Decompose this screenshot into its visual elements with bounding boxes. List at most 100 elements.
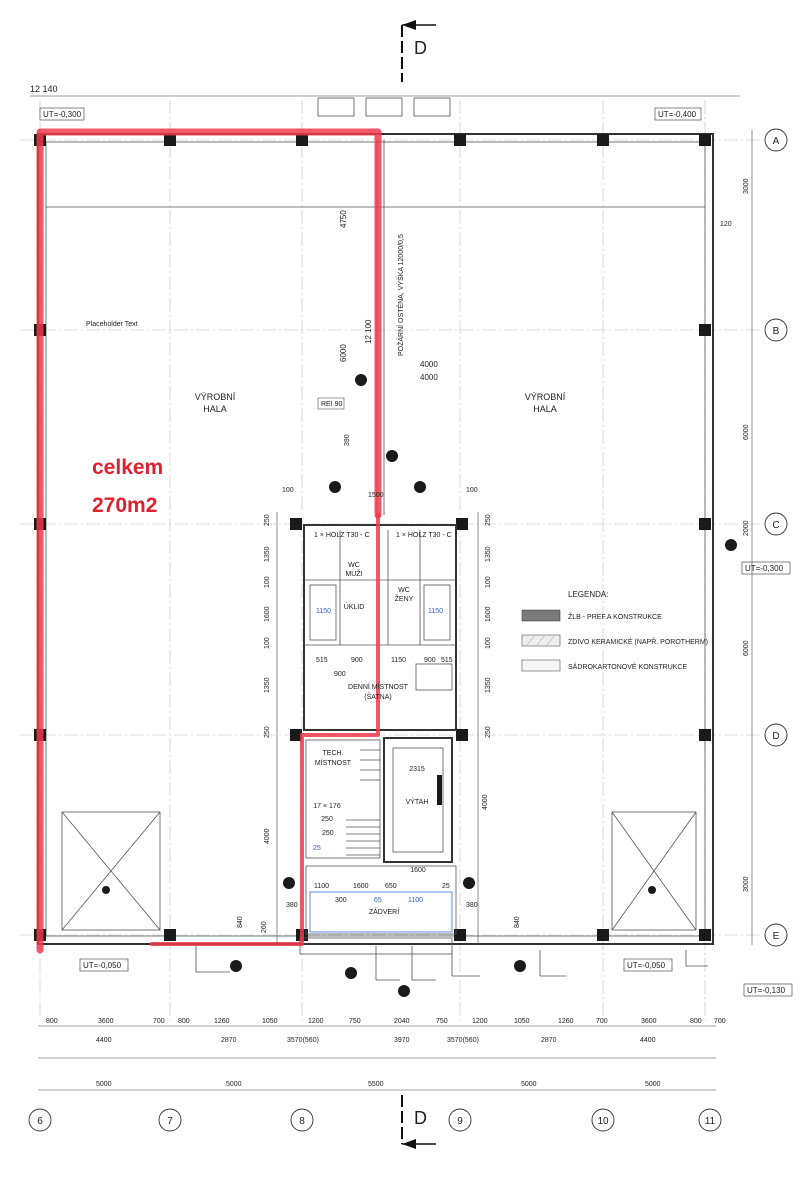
svg-text:515: 515 xyxy=(441,657,453,664)
svg-text:900: 900 xyxy=(351,657,363,664)
structural-columns xyxy=(34,134,737,997)
svg-text:12 100: 12 100 xyxy=(364,319,373,344)
bottom-dims-3: 5000 5000 5500 5000 5000 xyxy=(38,1081,716,1091)
svg-text:2870: 2870 xyxy=(221,1037,237,1044)
door-labels: 1 × HOLZ T30 - C 1 × HOLZ T30 - C xyxy=(314,532,452,539)
svg-text:1600: 1600 xyxy=(264,606,271,622)
loading-bays xyxy=(61,811,697,931)
svg-text:6000: 6000 xyxy=(339,344,348,362)
svg-text:4750: 4750 xyxy=(339,210,348,228)
axis-column-label: 10 xyxy=(597,1116,609,1127)
svg-text:65: 65 xyxy=(374,897,382,904)
svg-text:1150: 1150 xyxy=(316,608,331,615)
axis-column-label: 6 xyxy=(37,1116,43,1127)
axis-row-label: B xyxy=(773,326,780,337)
svg-text:1600: 1600 xyxy=(353,883,369,890)
svg-text:6000: 6000 xyxy=(743,640,750,656)
svg-text:100: 100 xyxy=(282,487,294,494)
svg-text:4000: 4000 xyxy=(420,373,438,382)
svg-text:100: 100 xyxy=(264,637,271,649)
axis-column-label: 8 xyxy=(299,1116,305,1127)
room-label: WC xyxy=(398,587,410,594)
svg-text:100: 100 xyxy=(485,637,492,649)
level-tag: UT=-0,130 xyxy=(747,986,786,995)
room-label: DENNÍ MÍSTNOST xyxy=(348,682,409,691)
svg-text:4000: 4000 xyxy=(420,360,438,369)
grid-lines xyxy=(20,100,760,1020)
svg-text:900: 900 xyxy=(424,657,436,664)
svg-text:5000: 5000 xyxy=(521,1081,537,1088)
svg-text:380: 380 xyxy=(286,902,298,909)
svg-text:25: 25 xyxy=(313,845,321,852)
svg-text:250: 250 xyxy=(322,830,334,837)
room-label: TECH. xyxy=(323,750,344,757)
legend-swatch-drywall xyxy=(521,659,561,672)
room-label: VÝTAH xyxy=(406,797,429,806)
svg-text:700: 700 xyxy=(714,1018,726,1025)
svg-text:800: 800 xyxy=(46,1018,58,1025)
svg-text:1100: 1100 xyxy=(314,883,329,890)
annotation-line2: 270m2 xyxy=(92,494,157,517)
svg-text:1050: 1050 xyxy=(262,1018,278,1025)
room-label: VÝROBNÍ xyxy=(195,392,236,402)
svg-text:4000: 4000 xyxy=(264,828,271,844)
svg-text:5000: 5000 xyxy=(96,1081,112,1088)
placeholder-text: Placeholder Text xyxy=(86,321,138,328)
svg-text:250: 250 xyxy=(264,514,271,526)
svg-text:1200: 1200 xyxy=(472,1018,488,1025)
axis-row-label: D xyxy=(772,731,779,742)
level-tag: UT=-0,300 xyxy=(43,110,82,119)
svg-text:6000: 6000 xyxy=(743,424,750,440)
section-marker-top: D xyxy=(401,20,436,82)
top-dimension: 12 140 xyxy=(30,84,58,94)
svg-text:3570(560): 3570(560) xyxy=(447,1037,479,1044)
lift-dim: 2315 xyxy=(409,766,425,773)
room-label: (ŠATNA) xyxy=(364,692,391,701)
svg-text:4000: 4000 xyxy=(482,794,489,810)
right-dimensions: 3000 6000 2000 6000 3000 xyxy=(743,130,753,945)
svg-text:300: 300 xyxy=(335,897,347,904)
svg-text:1500: 1500 xyxy=(368,492,384,499)
svg-text:900: 900 xyxy=(334,671,346,678)
svg-text:2040: 2040 xyxy=(394,1018,410,1025)
svg-text:800: 800 xyxy=(178,1018,190,1025)
svg-text:1350: 1350 xyxy=(485,546,492,562)
svg-text:1050: 1050 xyxy=(514,1018,530,1025)
stair-treads xyxy=(346,749,380,856)
section-marker-bottom: D xyxy=(401,1095,436,1149)
room-label: WC xyxy=(348,562,360,569)
bottom-dims-1: 800 3600 700 800 1260 1050 1200 750 2040… xyxy=(38,1018,726,1027)
svg-text:2870: 2870 xyxy=(541,1037,557,1044)
axis-column-label: 7 xyxy=(167,1116,173,1127)
svg-text:25: 25 xyxy=(442,883,450,890)
svg-text:250: 250 xyxy=(485,514,492,526)
level-tag: UT=-0,050 xyxy=(83,961,122,970)
legend-item: ŽLB - PREF.A KONSTRUKCE xyxy=(568,612,662,621)
svg-text:3000: 3000 xyxy=(743,178,750,194)
level-tags: UT=-0,300 UT=-0,400 UT=-0,300 UT=-0,050 … xyxy=(39,107,793,997)
axis-column-label: 9 xyxy=(457,1116,463,1127)
legend: LEGENDA: ŽLB - PREF.A KONSTRUKCE ZDIVO K… xyxy=(521,590,708,672)
svg-text:5000: 5000 xyxy=(226,1081,242,1088)
core-dims-left: 250 1350 100 1600 100 1350 250 4000 xyxy=(264,512,278,944)
svg-text:2000: 2000 xyxy=(743,520,750,536)
svg-text:1150: 1150 xyxy=(391,657,406,664)
svg-text:3000: 3000 xyxy=(743,876,750,892)
svg-text:1200: 1200 xyxy=(308,1018,324,1025)
highlight-outline xyxy=(36,128,382,954)
fire-wall-label: POŽÁRNÍ OSTĚNA, VÝŠKA 12000/0,5 xyxy=(396,234,405,356)
svg-text:380: 380 xyxy=(466,902,478,909)
room-label: ÚKLID xyxy=(344,602,365,611)
roof-units xyxy=(317,97,451,117)
svg-text:1350: 1350 xyxy=(485,677,492,693)
lift-dim: 1600 xyxy=(410,867,426,874)
svg-text:3570(560): 3570(560) xyxy=(287,1037,319,1044)
svg-text:1260: 1260 xyxy=(214,1018,230,1025)
svg-text:750: 750 xyxy=(436,1018,448,1025)
row-axis-bubbles: A B C D E xyxy=(764,128,788,947)
internal-dimensions: 4750 6000 12 100 4000 4000 390 100 1500 … xyxy=(237,210,732,933)
svg-text:100: 100 xyxy=(466,487,478,494)
core-dims-right: 250 1350 100 1600 100 1350 250 xyxy=(477,512,492,944)
svg-text:840: 840 xyxy=(237,916,244,928)
